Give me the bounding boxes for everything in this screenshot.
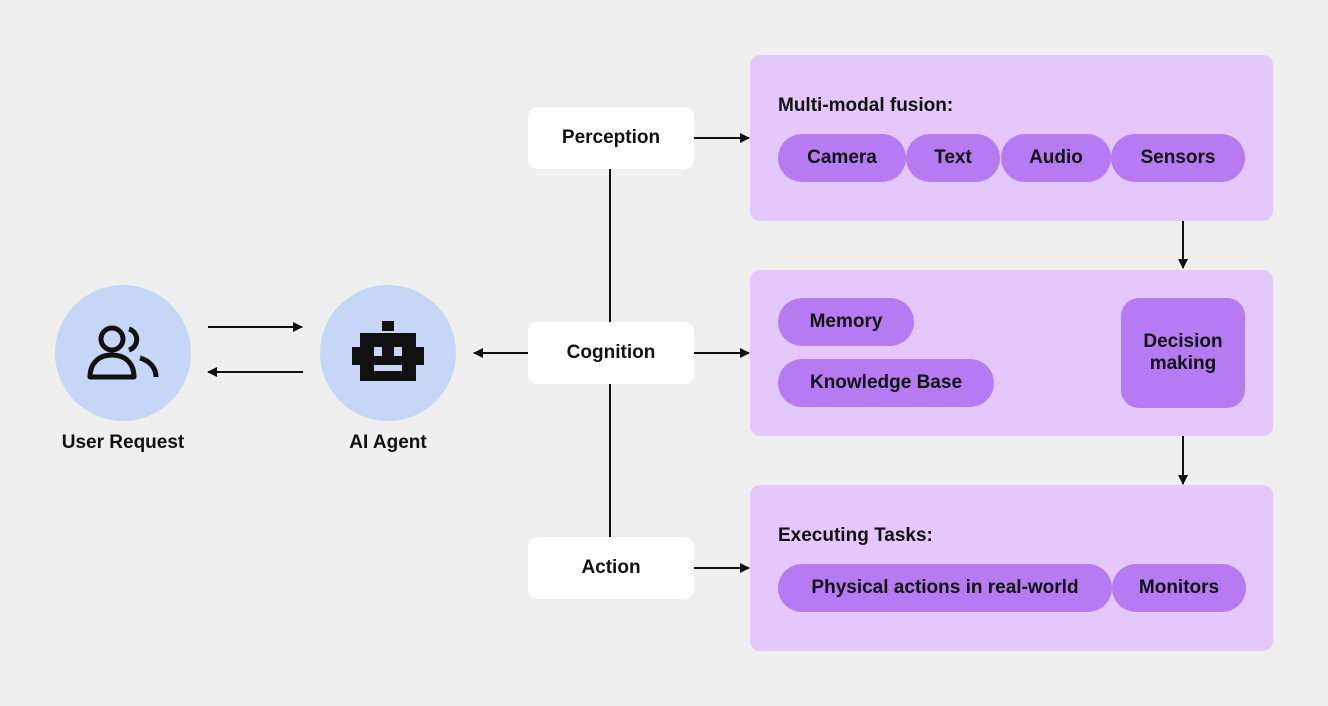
pill-sensors: Sensors	[1111, 134, 1245, 182]
perception-panel-title: Multi-modal fusion:	[778, 95, 954, 116]
user-request-label: User Request	[61, 432, 185, 453]
action-panel-title: Executing Tasks:	[778, 525, 933, 546]
pill-camera: Camera	[778, 134, 906, 182]
cognition-card: Cognition	[528, 322, 694, 384]
ai-agent-node	[320, 285, 456, 421]
robot-icon	[352, 321, 424, 381]
user-request-node	[55, 285, 191, 421]
decision-making-box: Decision making	[1121, 298, 1245, 408]
action-card: Action	[528, 537, 694, 599]
pill-physical-actions: Physical actions in real-world	[778, 564, 1112, 612]
cognition-panel: Memory Knowledge Base Decision making	[750, 270, 1273, 436]
pill-memory: Memory	[778, 298, 914, 346]
users-icon	[87, 325, 159, 380]
pill-knowledge-base: Knowledge Base	[778, 359, 994, 407]
pill-text: Text	[906, 134, 1000, 182]
pill-monitors: Monitors	[1112, 564, 1246, 612]
perception-card: Perception	[528, 107, 694, 169]
ai-agent-label: AI Agent	[349, 432, 427, 453]
action-panel: Executing Tasks: Physical actions in rea…	[750, 485, 1273, 651]
pill-audio: Audio	[1001, 134, 1111, 182]
perception-panel: Multi-modal fusion: Camera Text Audio Se…	[750, 55, 1273, 221]
